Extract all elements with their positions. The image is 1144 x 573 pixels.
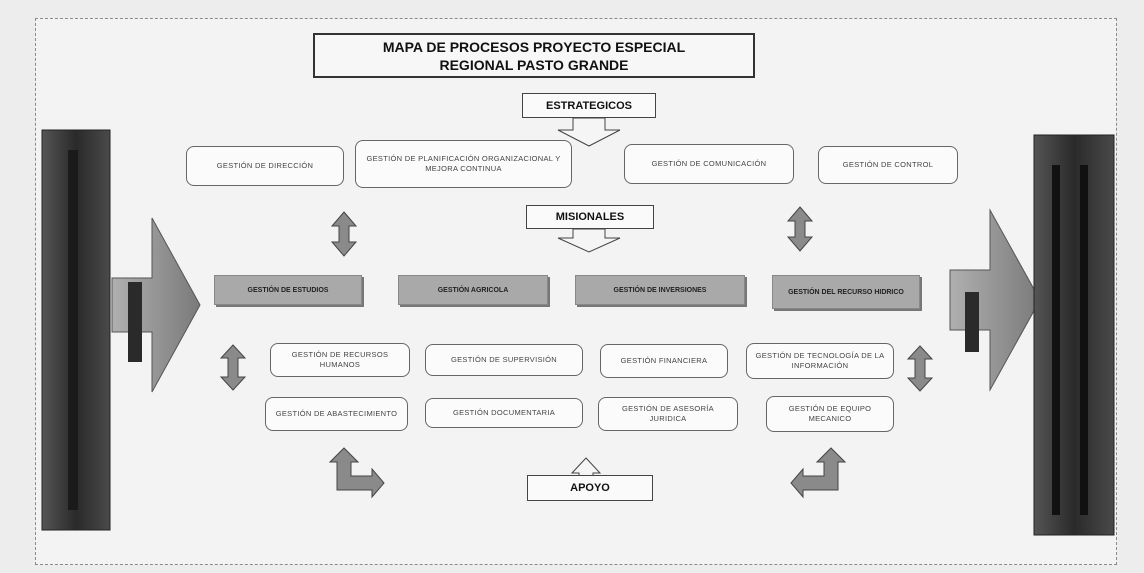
support-process: GESTIÓN DE RECURSOS HUMANOS <box>270 343 410 377</box>
estrategicos-label: ESTRATEGICOS <box>522 93 656 118</box>
support-process: GESTIÓN DE ABASTECIMIENTO <box>265 397 408 431</box>
strategic-process: GESTIÓN DE COMUNICACIÓN <box>624 144 794 184</box>
support-process: GESTIÓN DE ASESORÍA JURIDICA <box>598 397 738 431</box>
misionales-label: MISIONALES <box>526 205 654 229</box>
support-process: GESTIÓN DE TECNOLOGÍA DE LA INFORMACIÓN <box>746 343 894 379</box>
strategic-process: GESTIÓN DE DIRECCIÓN <box>186 146 344 186</box>
strategic-process: GESTIÓN DE PLANIFICACIÓN ORGANIZACIONAL … <box>355 140 572 188</box>
missional-process: GESTIÓN DE INVERSIONES <box>575 275 745 305</box>
missional-process: GESTIÓN DE ESTUDIOS <box>214 275 362 305</box>
support-process: GESTIÓN DE EQUIPO MECANICO <box>766 396 894 432</box>
title-line-1: MAPA DE PROCESOS PROYECTO ESPECIAL <box>382 38 686 55</box>
strategic-process: GESTIÓN DE CONTROL <box>818 146 958 184</box>
support-process: GESTIÓN DE SUPERVISIÓN <box>425 344 583 376</box>
support-process: GESTIÓN FINANCIERA <box>600 344 728 378</box>
diagram-title: MAPA DE PROCESOS PROYECTO ESPECIAL REGIO… <box>313 33 755 78</box>
missional-process: GESTIÓN DEL RECURSO HIDRICO <box>772 275 920 309</box>
missional-process: GESTIÓN AGRICOLA <box>398 275 548 305</box>
apoyo-label: APOYO <box>527 475 653 501</box>
title-line-2: REGIONAL PASTO GRANDE <box>439 56 629 73</box>
support-process: GESTIÓN DOCUMENTARIA <box>425 398 583 428</box>
